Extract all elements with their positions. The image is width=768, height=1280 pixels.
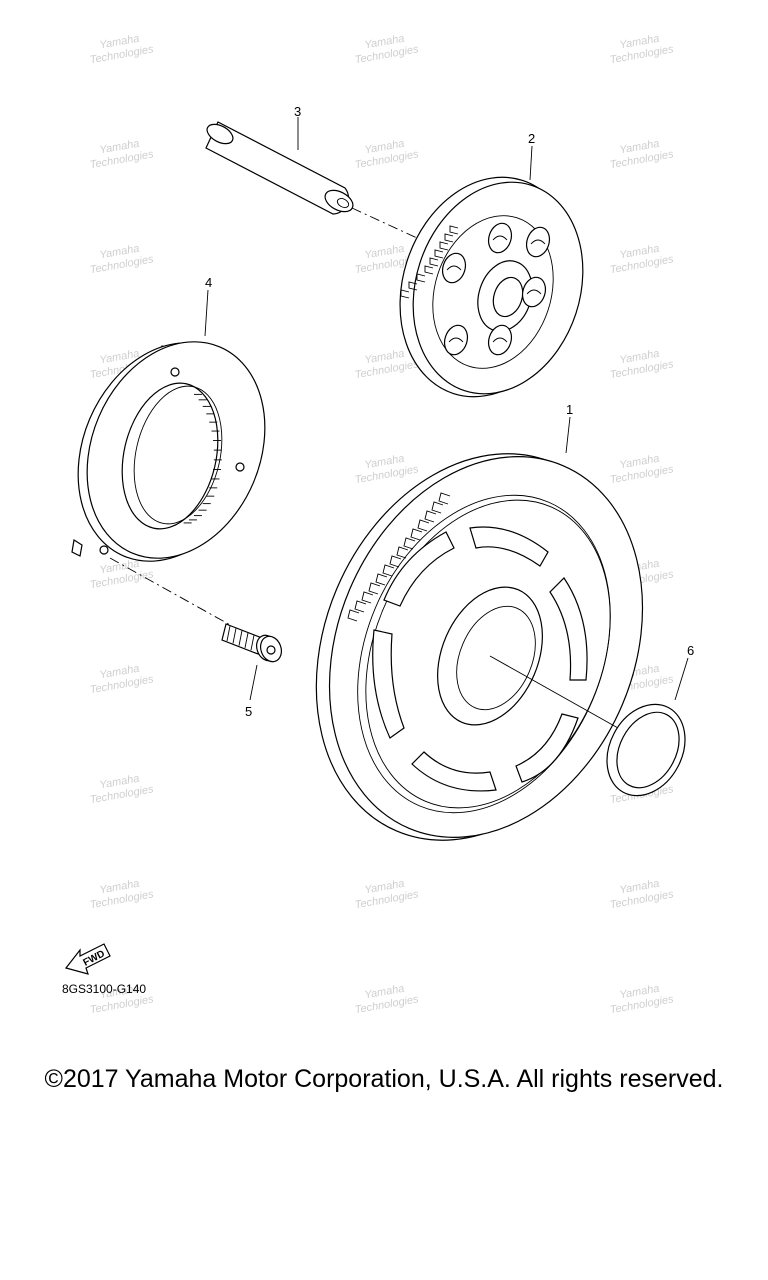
callout-1: 1 [566,402,573,417]
svg-text:YamahaTechnologies: YamahaTechnologies [87,770,155,806]
svg-text:YamahaTechnologies: YamahaTechnologies [607,980,675,1016]
part-1-starter-gear [315,453,644,841]
svg-text:YamahaTechnologies: YamahaTechnologies [87,660,155,696]
svg-text:YamahaTechnologies: YamahaTechnologies [607,240,675,276]
svg-text:YamahaTechnologies: YamahaTechnologies [87,135,155,171]
svg-text:YamahaTechnologies: YamahaTechnologies [87,30,155,66]
part-4-one-way-clutch [71,341,266,627]
part-2-idler-gear [399,176,584,398]
svg-text:YamahaTechnologies: YamahaTechnologies [352,875,420,911]
svg-text:YamahaTechnologies: YamahaTechnologies [607,450,675,486]
svg-text:YamahaTechnologies: YamahaTechnologies [352,135,420,171]
svg-text:YamahaTechnologies: YamahaTechnologies [87,875,155,911]
svg-text:YamahaTechnologies: YamahaTechnologies [607,345,675,381]
part-5-bolt [221,623,282,663]
callout-5: 5 [245,704,252,719]
svg-text:YamahaTechnologies: YamahaTechnologies [352,450,420,486]
svg-text:YamahaTechnologies: YamahaTechnologies [607,875,675,911]
svg-text:YamahaTechnologies: YamahaTechnologies [352,980,420,1016]
part-6-washer [606,703,686,797]
callout-4: 4 [205,275,212,290]
leader-lines [204,117,689,701]
svg-text:YamahaTechnologies: YamahaTechnologies [607,30,675,66]
svg-text:YamahaTechnologies: YamahaTechnologies [607,135,675,171]
drawing-code: 8GS3100-G140 [62,982,146,996]
fwd-label: FWD [82,948,107,968]
fwd-arrow-icon: FWD [64,943,111,975]
svg-text:YamahaTechnologies: YamahaTechnologies [87,240,155,276]
part-3-shaft [205,121,431,245]
svg-text:YamahaTechnologies: YamahaTechnologies [352,30,420,66]
callout-3: 3 [294,104,301,119]
callout-2: 2 [528,131,535,146]
callout-6: 6 [687,643,694,658]
copyright-notice: ©2017 Yamaha Motor Corporation, U.S.A. A… [45,1065,724,1093]
